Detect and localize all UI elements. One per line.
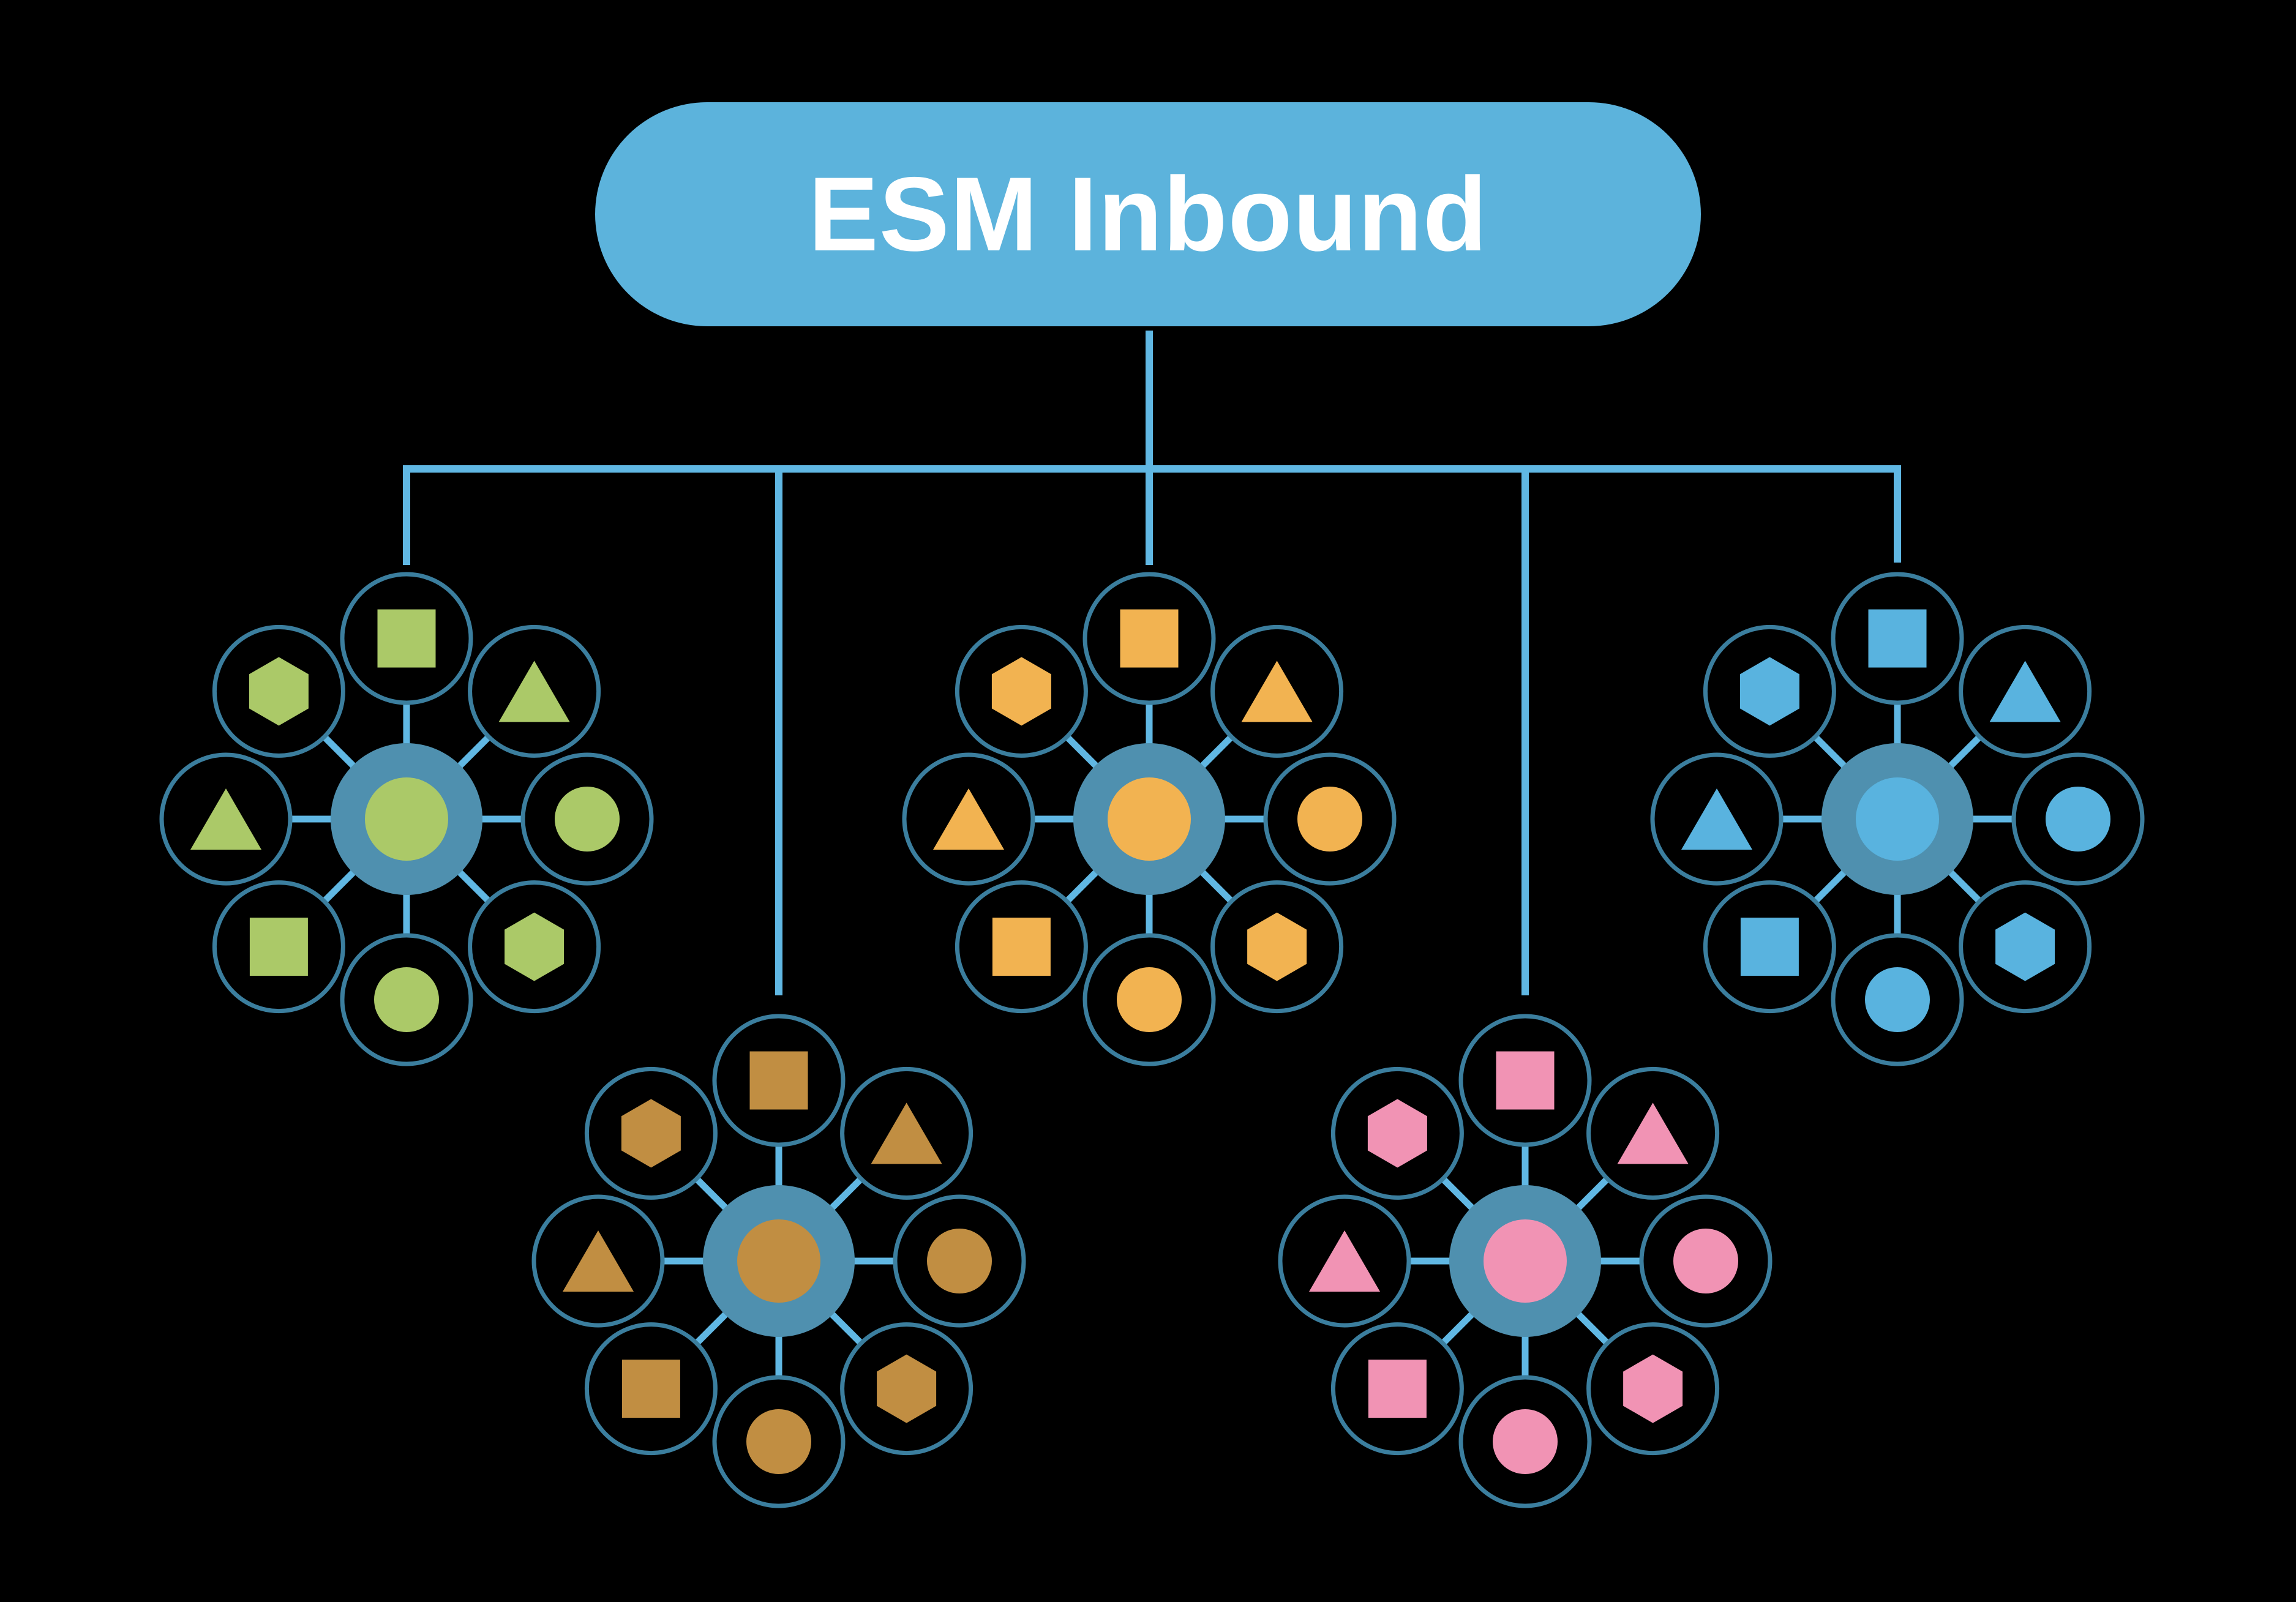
- hub-core-green: [365, 777, 448, 861]
- hexagon-icon-pink-nw: [1367, 1099, 1427, 1168]
- triangle-icon-green-ne: [498, 661, 570, 722]
- square-icon-pink-n: [1496, 1051, 1555, 1110]
- square-icon-orange-n: [1120, 609, 1179, 668]
- triangle-icon-green-w: [190, 788, 261, 850]
- hub-core-brown: [737, 1219, 820, 1303]
- hub-core-pink: [1484, 1219, 1567, 1303]
- circle-icon-orange-e: [1297, 787, 1362, 852]
- triangle-icon-blue-ne: [1989, 661, 2061, 722]
- hexagon-icon-green-se: [505, 912, 565, 981]
- triangle-icon-orange-w: [933, 788, 1004, 850]
- triangle-icon-pink-ne: [1617, 1102, 1689, 1164]
- hexagon-icon-orange-nw: [991, 657, 1051, 726]
- circle-icon-blue-e: [2046, 787, 2110, 852]
- square-icon-brown-n: [749, 1051, 808, 1110]
- circle-icon-green-s: [374, 967, 439, 1032]
- triangle-icon-brown-ne: [871, 1102, 942, 1164]
- triangle-icon-brown-w: [563, 1230, 634, 1292]
- hub-core-orange: [1108, 777, 1191, 861]
- circle-icon-green-e: [555, 787, 620, 852]
- hexagon-icon-blue-nw: [1739, 657, 1799, 726]
- hexagon-icon-orange-se: [1247, 912, 1307, 981]
- square-icon-orange-sw: [992, 918, 1051, 976]
- hexagon-icon-brown-se: [877, 1354, 937, 1423]
- triangle-icon-blue-w: [1681, 788, 1752, 850]
- square-icon-green-n: [377, 609, 436, 668]
- circle-icon-brown-s: [746, 1409, 811, 1474]
- square-icon-brown-sw: [621, 1360, 680, 1418]
- hub-core-blue: [1856, 777, 1939, 861]
- hexagon-icon-blue-se: [1995, 912, 2055, 981]
- hexagon-icon-green-nw: [249, 657, 309, 726]
- square-icon-pink-sw: [1368, 1360, 1427, 1418]
- hexagon-icon-pink-se: [1623, 1354, 1683, 1423]
- triangle-icon-orange-ne: [1241, 661, 1313, 722]
- root-node: ESM Inbound: [595, 102, 1701, 326]
- square-icon-blue-n: [1868, 609, 1927, 668]
- square-icon-blue-sw: [1740, 918, 1799, 976]
- circle-icon-blue-s: [1865, 967, 1930, 1032]
- triangle-icon-pink-w: [1309, 1230, 1380, 1292]
- circle-icon-orange-s: [1117, 967, 1182, 1032]
- root-node-label: ESM Inbound: [808, 155, 1488, 273]
- circle-icon-pink-e: [1673, 1229, 1738, 1293]
- hexagon-icon-brown-nw: [621, 1099, 681, 1168]
- circle-icon-brown-e: [927, 1229, 992, 1293]
- circle-icon-pink-s: [1493, 1409, 1558, 1474]
- square-icon-green-sw: [249, 918, 308, 976]
